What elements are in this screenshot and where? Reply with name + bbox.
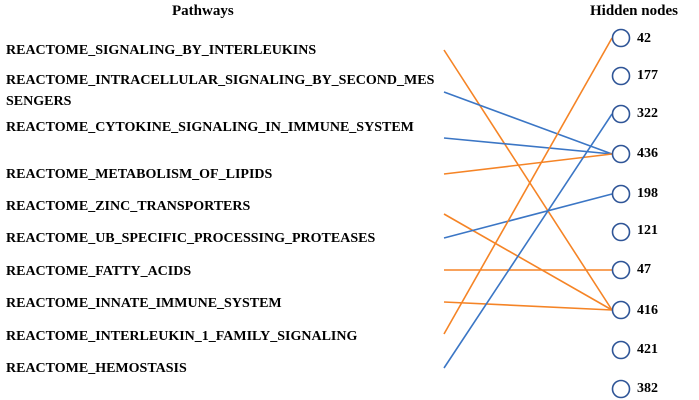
pathway-label: REACTOME_SIGNALING_BY_INTERLEUKINS [6,43,317,58]
connection-line-orange [443,301,613,311]
pathway-label: REACTOME_CYTOKINE_SIGNALING_IN_IMMUNE_SY… [6,120,414,135]
hidden-node-label: 382 [637,381,658,396]
pathway-label: REACTOME_UB_SPECIFIC_PROCESSING_PROTEASE… [6,231,376,246]
connection-line-orange [443,213,613,311]
hidden-node-circle [611,28,631,48]
pathway-label: REACTOME_HEMOSTASIS [6,361,187,376]
hidden-node-label: 421 [637,342,658,357]
connection-line-blue [443,137,613,155]
hidden-nodes-header: Hidden nodes [590,3,678,19]
hidden-node-label: 322 [637,106,658,121]
hidden-node-circle [611,144,631,164]
hidden-node-label: 198 [637,186,658,201]
pathway-label: REACTOME_METABOLISM_OF_LIPIDS [6,167,273,182]
connection-line-orange [443,153,613,175]
hidden-node-circle [611,300,631,320]
hidden-node-circle [611,184,631,204]
pathway-label: REACTOME_INTERLEUKIN_1_FAMILY_SIGNALING [6,329,358,344]
hidden-node-circle [611,340,631,360]
hidden-node-label: 47 [637,262,651,277]
connection-line-blue [443,113,613,369]
hidden-node-label: 436 [637,146,658,161]
connection-line-blue [443,91,613,155]
pathways-header: Pathways [172,3,234,19]
connection-line-orange [443,37,613,335]
pathway-label: REACTOME_FATTY_ACIDS [6,264,192,279]
hidden-node-circle [611,104,631,124]
hidden-node-circle [611,379,631,399]
pathway-label: REACTOME_INTRACELLULAR_SIGNALING_BY_SECO… [6,73,435,109]
pathway-label: REACTOME_ZINC_TRANSPORTERS [6,199,251,214]
pathway-label: REACTOME_INNATE_IMMUNE_SYSTEM [6,296,282,311]
connection-line-blue [443,193,613,239]
hidden-node-label: 177 [637,68,658,83]
hidden-node-circle [611,222,631,242]
hidden-node-circle [611,260,631,280]
hidden-node-label: 121 [637,223,658,238]
connection-line-orange [443,49,613,311]
hidden-node-label: 416 [637,303,658,318]
hidden-node-circle [611,66,631,86]
hidden-node-label: 42 [637,31,651,46]
